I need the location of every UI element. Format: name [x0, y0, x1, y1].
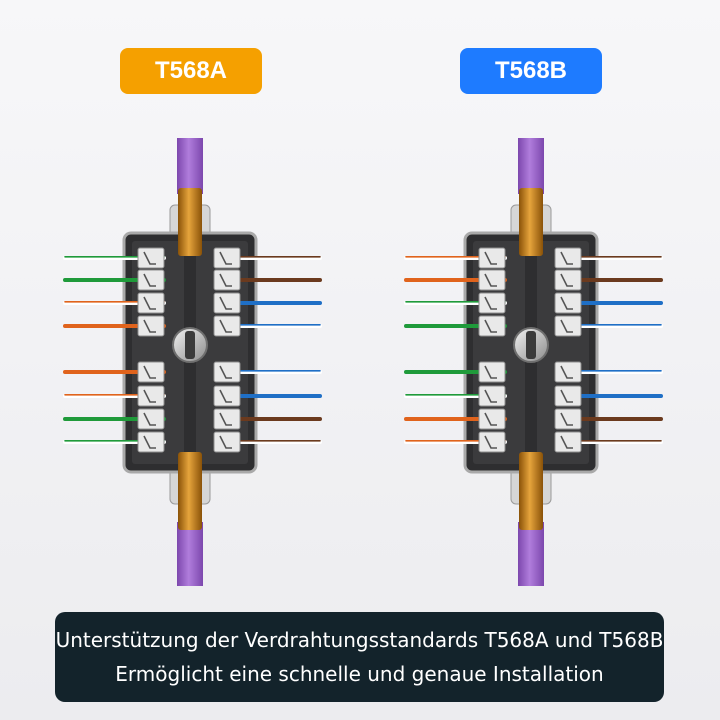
cable-bottom — [177, 522, 203, 586]
idc-slot — [478, 315, 506, 337]
idc-slot — [213, 315, 241, 337]
idc-slot — [478, 269, 506, 291]
idc-slot — [213, 247, 241, 269]
t568b-badge: T568B — [460, 48, 602, 94]
t568b-connector — [404, 138, 663, 586]
caption-line-1: Unterstützung der Verdrahtungsstandards … — [55, 628, 664, 652]
idc-slot — [478, 247, 506, 269]
idc-slot — [554, 269, 582, 291]
idc-slot — [137, 431, 165, 453]
idc-slot — [554, 292, 582, 314]
idc-slot — [213, 269, 241, 291]
idc-slot — [137, 361, 165, 383]
idc-slot — [137, 292, 165, 314]
idc-slot — [554, 408, 582, 430]
idc-slot — [478, 385, 506, 407]
idc-slot — [137, 408, 165, 430]
idc-slot — [213, 385, 241, 407]
idc-slot — [554, 431, 582, 453]
idc-slot — [213, 431, 241, 453]
t568a-connector — [63, 138, 322, 586]
idc-slot — [137, 247, 165, 269]
idc-slot — [554, 361, 582, 383]
cable-top — [177, 138, 203, 194]
copper-sleeve-bottom — [519, 452, 543, 530]
caption-box: Unterstützung der Verdrahtungsstandards … — [55, 612, 664, 702]
t568a-badge: T568A — [120, 48, 262, 94]
idc-slot — [213, 408, 241, 430]
idc-slot — [554, 247, 582, 269]
idc-slot — [213, 361, 241, 383]
idc-slot — [137, 315, 165, 337]
idc-slot — [478, 408, 506, 430]
caption-line-2: Ermöglicht eine schnelle und genaue Inst… — [115, 662, 604, 686]
idc-slot — [554, 385, 582, 407]
copper-sleeve-top — [178, 188, 202, 256]
copper-sleeve-top — [519, 188, 543, 256]
idc-slot — [137, 269, 165, 291]
idc-slot — [478, 431, 506, 453]
idc-slot — [478, 292, 506, 314]
cable-top — [518, 138, 544, 194]
idc-slot — [137, 385, 165, 407]
idc-slot — [478, 361, 506, 383]
copper-sleeve-bottom — [178, 452, 202, 530]
cable-bottom — [518, 522, 544, 586]
idc-slot — [213, 292, 241, 314]
idc-slot — [554, 315, 582, 337]
